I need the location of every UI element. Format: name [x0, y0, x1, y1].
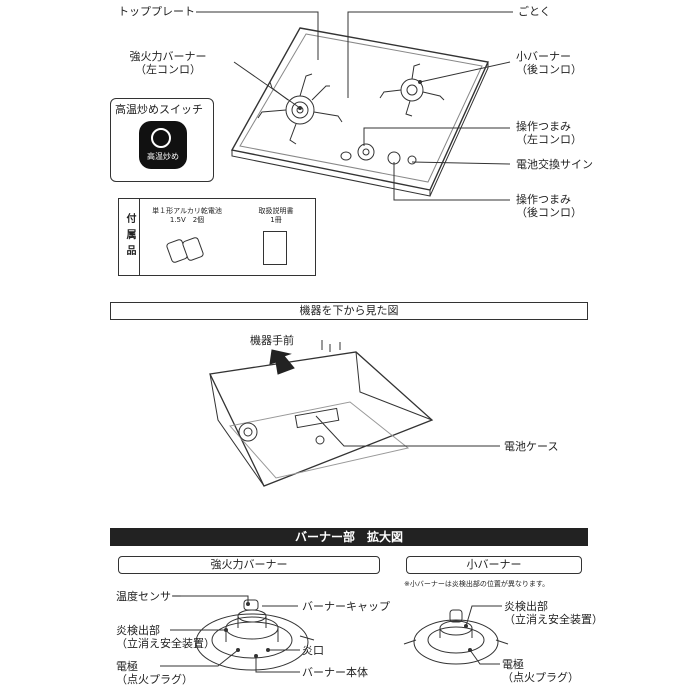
small-burner-closeup: [403, 609, 509, 665]
label-top-plate: トッププレート: [118, 5, 195, 18]
label-battery-sign: 電池交換サイン: [516, 158, 593, 171]
cooktop-bottom-view: [209, 340, 434, 487]
label-small-electrode: 電極 （点火プラグ）: [502, 658, 579, 684]
small-burner-title: 小バーナー: [406, 556, 582, 574]
manual-icon: [263, 231, 287, 265]
label-electrode: 電極 （点火プラグ）: [116, 660, 193, 686]
battery-icon: [166, 237, 204, 263]
label-burner-cap: バーナーキャップ: [302, 600, 390, 613]
high-temp-switch-title: 高温炒めスイッチ: [115, 103, 203, 116]
small-burner-note: ※小バーナーは炎検出部の位置が異なります。: [404, 580, 550, 588]
strong-burner-title: 強火力バーナー: [118, 556, 380, 574]
label-strong-burner: 強火力バーナー （左コンロ）: [129, 50, 207, 76]
accessory-battery-label: 単１形アルカリ乾電池 1.5V 2個: [152, 207, 222, 224]
label-temp-sensor: 温度センサー: [116, 590, 182, 603]
cooktop-top-view: [230, 27, 490, 197]
burner-section-title: バーナー部 拡大図: [110, 528, 588, 546]
label-small-burner: 小バーナー （後コンロ）: [516, 50, 582, 76]
label-gotoku: ごとく: [518, 5, 551, 18]
accessories-box: 付属品 単１形アルカリ乾電池 1.5V 2個 取扱説明書 1冊: [118, 198, 316, 276]
label-battery-case: 電池ケース: [504, 440, 559, 453]
accessories-heading: 付属品: [119, 199, 140, 275]
high-temp-switch-button: 高温炒め: [139, 121, 187, 169]
high-temp-switch-box: 高温炒めスイッチ 高温炒め: [110, 98, 214, 182]
label-flame-detector: 炎検出部 （立消え安全装置）: [116, 624, 215, 650]
label-knob-left: 操作つまみ （左コンロ）: [516, 120, 582, 146]
label-small-flame-detector: 炎検出部 （立消え安全装置）: [504, 600, 603, 626]
label-flame-port: 炎口: [302, 644, 324, 657]
high-temp-switch-text: 高温炒め: [147, 152, 179, 161]
strong-burner-closeup: [195, 599, 315, 671]
label-front: 機器手前: [250, 334, 294, 347]
label-knob-rear: 操作つまみ （後コンロ）: [516, 193, 582, 219]
label-burner-body: バーナー本体: [302, 666, 368, 679]
circle-indicator-icon: [151, 128, 171, 148]
accessory-manual-label: 取扱説明書 1冊: [258, 207, 294, 224]
bottom-view-title: 機器を下から見た図: [110, 302, 588, 320]
